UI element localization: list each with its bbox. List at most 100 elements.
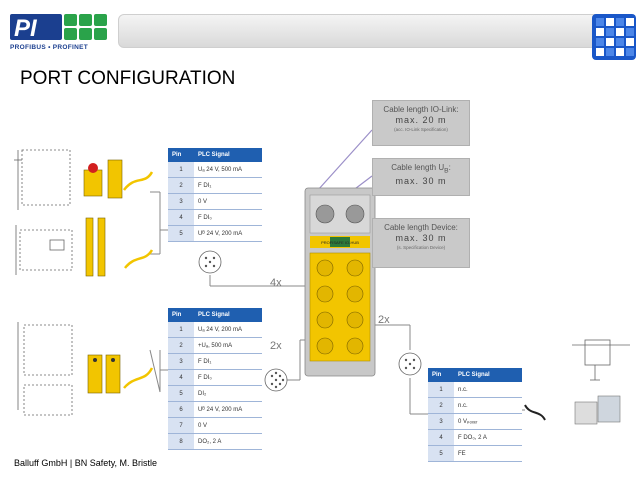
schematic-right (572, 339, 630, 381)
connector-pins (204, 256, 416, 389)
signal-cell: Uₐ 24 V, 200 mA (194, 322, 262, 338)
callout-io-link: Cable length IO-Link: max. 20 m (acc. IO… (372, 100, 470, 146)
table3-header-pin: Pin (428, 368, 454, 382)
signal-cell: +Uₐ, 500 mA (194, 337, 262, 354)
pin-cell: 3 (168, 193, 194, 210)
pin-cell: 5 (168, 385, 194, 402)
pin-cell: 3 (168, 353, 194, 370)
pin-cell: 2 (428, 397, 454, 414)
signal-cell: DI₂ (194, 385, 262, 402)
signal-cell: DO₂, 2 A (194, 433, 262, 450)
footer-text: Balluff GmbH | BN Safety, M. Bristle (14, 458, 158, 468)
signal-cell: 0 Vₚₒₓₑᵣ (454, 413, 522, 430)
signal-cell: F DI₁ (194, 177, 262, 194)
cable-1 (122, 171, 154, 191)
device-two-hand-control (87, 354, 121, 394)
schematic-bottom-left (17, 322, 73, 416)
pin-cell: 1 (168, 322, 194, 338)
io-hub-ports (316, 259, 364, 355)
pin-cell: 6 (168, 401, 194, 418)
callout-device-note: (s. Specification Device) (396, 245, 446, 250)
header-bar (118, 14, 602, 48)
pin-cell: 4 (428, 429, 454, 446)
device-label: PROFISAFE IO-HUB (321, 240, 359, 245)
callout-ub-suffix: : (448, 163, 451, 172)
pin-cell: 1 (428, 382, 454, 398)
device-contactor (574, 395, 621, 425)
callout-ub: Cable length UB: max. 30 m (372, 158, 470, 196)
signal-cell: F DI₀ (194, 369, 262, 386)
callout-io-link-note: (acc. IO-Link Specification) (394, 127, 448, 132)
pin-cell: 5 (428, 445, 454, 462)
callout-ub-value: max. 30 m (395, 175, 447, 186)
io-hub-device (304, 187, 376, 377)
pin-cell: 2 (168, 177, 194, 194)
pin-cell: 5 (168, 225, 194, 242)
table2-header-signal: PLC Signal (194, 308, 262, 322)
signal-cell: Uₐ 24 V, 500 mA (194, 162, 262, 178)
signal-cell: Uᴮ 24 V, 200 mA (194, 225, 262, 242)
signal-cell: 0 V (194, 417, 262, 434)
port-count-2x-right: 2x (378, 314, 390, 326)
signal-cell: F DO₀, 2 A (454, 429, 522, 446)
cable-2 (124, 249, 154, 269)
port-count-2x-left: 2x (270, 340, 282, 352)
signal-cell: n.c. (454, 397, 522, 414)
wiring-lines (149, 191, 525, 415)
signal-cell: Uᴮ 24 V, 200 mA (194, 401, 262, 418)
cable-4 (524, 404, 546, 421)
table2-header-pin: Pin (168, 308, 194, 322)
pi-logo: PI (8, 12, 108, 56)
table1-header-pin: Pin (168, 148, 194, 162)
callout-device: Cable length Device: max. 30 m (s. Speci… (372, 218, 470, 268)
logo-subtitle: PROFIBUS • PROFINET (10, 44, 89, 51)
signal-cell: 0 V (194, 193, 262, 210)
signal-cell: n.c. (454, 382, 522, 398)
callout-device-value: max. 30 m (395, 233, 447, 243)
pin-cell: 4 (168, 209, 194, 226)
pin-cell: 7 (168, 417, 194, 434)
corner-decoration (590, 12, 638, 62)
table3-header-signal: PLC Signal (454, 368, 522, 382)
page-title: PORT CONFIGURATION (20, 68, 236, 89)
table1-header-signal: PLC Signal (194, 148, 262, 162)
schematic-top-left (14, 149, 73, 275)
device-light-curtain (85, 217, 106, 277)
pin-cell: 1 (168, 162, 194, 178)
callout-ub-sub: B (444, 167, 449, 175)
callout-io-link-title: Cable length IO-Link: (383, 105, 459, 114)
callout-device-title: Cable length Device: (384, 223, 458, 232)
device-safety-switch (107, 159, 123, 199)
table-row: 2+Uₐ, 500 mA (168, 337, 262, 354)
callout-io-link-value: max. 20 m (395, 115, 447, 125)
port-count-4x: 4x (270, 277, 282, 289)
cable-3 (123, 367, 154, 389)
pi-logo-mark: PI (10, 14, 107, 42)
pin-cell: 2 (168, 337, 194, 354)
pin-cell: 8 (168, 433, 194, 450)
callout-ub-title-wrapper: Cable length UB: (373, 163, 469, 175)
signal-cell: F DI₁ (194, 353, 262, 370)
device-emergency-stop (83, 163, 103, 197)
callout-ub-title: Cable length U (391, 163, 445, 172)
signal-cell: F DI₀ (194, 209, 262, 226)
